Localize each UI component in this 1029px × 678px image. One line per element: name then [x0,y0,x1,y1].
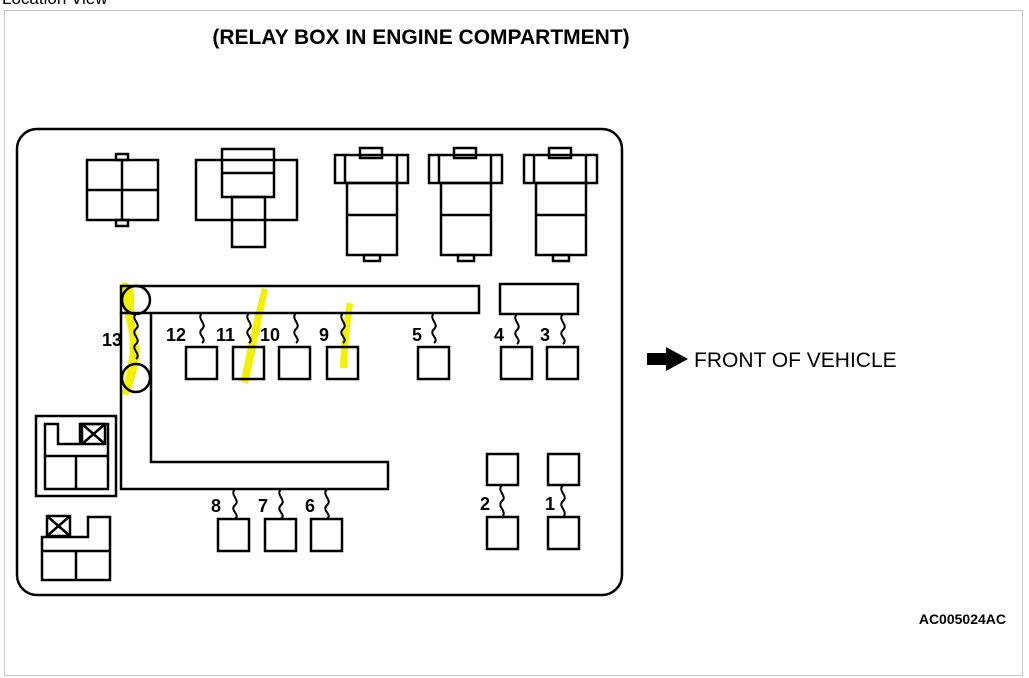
number-7: 7 [258,496,268,516]
front-of-vehicle-label: FRONT OF VEHICLE [694,349,897,372]
upper-fuse-bar [119,284,481,315]
lower-fuse-bar [119,313,390,491]
relay-4-top [427,146,504,263]
side-relay-lower [40,514,112,582]
right-fuse-bar [498,282,580,316]
number-6: 6 [305,496,315,516]
front-arrow-icon [647,347,688,371]
figure-code: AC005024AC [919,611,1006,627]
number-9: 9 [319,325,329,345]
highlight-9 [340,302,353,368]
number-2: 2 [480,494,490,514]
connector-circle-lower [120,362,152,394]
number-1: 1 [545,494,555,514]
number-3: 3 [540,325,550,345]
relay-5-top [522,146,599,263]
number-8: 8 [211,496,221,516]
relay-1-top [85,152,160,228]
number-12: 12 [166,325,186,345]
relay-2-top [194,147,299,249]
number-5: 5 [412,325,422,345]
leader-lines [133,312,566,520]
side-relay-upper [34,414,118,498]
number-4: 4 [494,325,504,345]
relay-box-outline [15,127,624,597]
number-11: 11 [216,325,235,345]
position-numbers: 13 12 11 10 9 5 4 3 8 7 6 2 1 [102,325,555,516]
number-10: 10 [260,325,280,345]
fuses [184,345,581,553]
number-13: 13 [102,330,122,350]
diagram-title: (RELAY BOX IN ENGINE COMPARTMENT) [212,26,629,49]
page-label: Location View [2,0,108,9]
image-frame [4,10,1023,676]
relay-3-top [333,146,410,263]
